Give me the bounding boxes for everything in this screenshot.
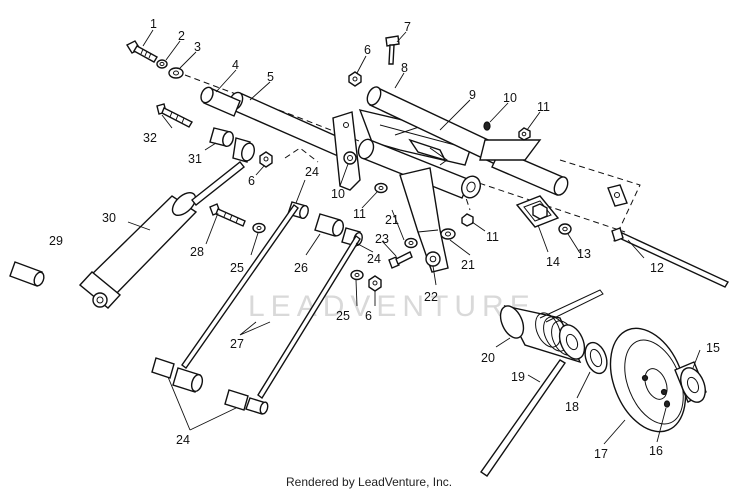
callout-26: 26 bbox=[294, 261, 308, 275]
bolt-part-23 bbox=[388, 251, 413, 269]
callout-29: 29 bbox=[49, 234, 63, 248]
callout-9: 9 bbox=[469, 88, 476, 102]
watermark: LEADVENTURE bbox=[248, 290, 536, 323]
callout-18: 18 bbox=[565, 400, 579, 414]
leader-lines bbox=[127, 29, 701, 445]
callout-11-mid: 11 bbox=[353, 207, 366, 221]
callout-11-right: 11 bbox=[486, 230, 499, 244]
callout-13: 13 bbox=[577, 247, 591, 261]
adjuster-block-part-14 bbox=[515, 195, 560, 228]
frame-part-9 bbox=[358, 109, 471, 166]
spring-part-19 bbox=[535, 289, 604, 360]
callout-30: 30 bbox=[102, 211, 116, 225]
callout-23: 23 bbox=[375, 232, 389, 246]
bolt-part-28 bbox=[209, 203, 246, 227]
callout-22: 22 bbox=[424, 290, 438, 304]
callout-labels: 1 2 3 4 5 6 7 8 9 10 11 32 31 6 24 10 11… bbox=[49, 17, 720, 461]
bushing-part-24-bottom bbox=[151, 357, 269, 415]
link-rod-part-27 bbox=[181, 204, 361, 400]
callout-32: 32 bbox=[143, 131, 157, 145]
nut-part-11-center bbox=[461, 213, 474, 227]
callout-8: 8 bbox=[401, 61, 408, 75]
nut-part-6-left bbox=[259, 151, 273, 168]
rear-shaft-part-8 bbox=[366, 86, 569, 196]
callout-24-mid: 24 bbox=[367, 252, 381, 266]
callout-6-top: 6 bbox=[364, 43, 371, 57]
callout-19: 19 bbox=[511, 370, 525, 384]
spacer-part-31 bbox=[209, 127, 234, 148]
nut-part-11-right bbox=[518, 127, 531, 141]
washer-part-25-upper bbox=[252, 222, 266, 234]
spring-housing-part-20 bbox=[499, 305, 582, 364]
callout-12: 12 bbox=[650, 261, 664, 275]
bushing-part-26 bbox=[314, 213, 344, 237]
callout-21-lower: 21 bbox=[461, 258, 475, 272]
long-bolt-part-12 bbox=[611, 227, 730, 288]
callout-15: 15 bbox=[706, 341, 720, 355]
callout-27: 27 bbox=[230, 337, 244, 351]
washer-part-25-lower bbox=[350, 269, 364, 281]
cross-shaft bbox=[357, 138, 482, 199]
callout-25-lower: 25 bbox=[336, 309, 350, 323]
nut-part-6-lower bbox=[368, 275, 382, 292]
callout-3: 3 bbox=[194, 40, 201, 54]
washer-part-3 bbox=[168, 67, 184, 79]
hub-part-15 bbox=[674, 361, 707, 403]
shock-cylinder-part-30 bbox=[78, 161, 245, 309]
pin-part-29 bbox=[9, 261, 45, 287]
washer-part-21-right bbox=[440, 228, 456, 240]
credit-text: Rendered by LeadVenture, Inc. bbox=[286, 475, 452, 489]
callout-10-top: 10 bbox=[503, 91, 517, 105]
washer-part-13 bbox=[558, 223, 572, 235]
lock-washer-part-2 bbox=[156, 59, 168, 69]
callout-6-left: 6 bbox=[248, 174, 255, 188]
washer-part-18 bbox=[584, 341, 608, 375]
callout-20: 20 bbox=[481, 351, 495, 365]
bushing-part-4 bbox=[200, 86, 241, 117]
callout-4: 4 bbox=[232, 58, 239, 72]
bracket-ear-right bbox=[607, 184, 628, 207]
callout-14: 14 bbox=[546, 255, 560, 269]
callout-28: 28 bbox=[190, 245, 204, 259]
callout-16: 16 bbox=[649, 444, 663, 458]
bracket-plate-part-10 bbox=[332, 111, 361, 191]
callout-6-lower: 6 bbox=[365, 309, 372, 323]
callout-2: 2 bbox=[178, 29, 185, 43]
bolt-part-7 bbox=[385, 35, 400, 65]
callout-21-upper: 21 bbox=[385, 213, 399, 227]
callout-24-lower: 24 bbox=[176, 433, 190, 447]
callout-11-top: 11 bbox=[537, 100, 550, 114]
callout-31: 31 bbox=[188, 152, 202, 166]
callout-7: 7 bbox=[404, 20, 411, 34]
set-screw-part-16 bbox=[663, 400, 671, 408]
bolt-part-32 bbox=[156, 103, 193, 128]
callout-1: 1 bbox=[150, 17, 157, 31]
washer-part-11-center bbox=[374, 182, 388, 194]
bolt-part-1 bbox=[125, 40, 158, 63]
callout-24-upper: 24 bbox=[305, 165, 319, 179]
pin-part-10-right bbox=[483, 121, 491, 131]
washer-part-21-center bbox=[404, 237, 418, 249]
spring-rod-part-19 bbox=[480, 359, 566, 477]
bushing-pivot bbox=[232, 137, 255, 163]
callout-17: 17 bbox=[594, 447, 608, 461]
callout-5: 5 bbox=[267, 70, 274, 84]
callout-10-mid: 10 bbox=[331, 187, 345, 201]
callout-25-upper: 25 bbox=[230, 261, 244, 275]
idler-arm-part-22 bbox=[399, 167, 449, 273]
nut-part-6-top bbox=[348, 71, 362, 87]
